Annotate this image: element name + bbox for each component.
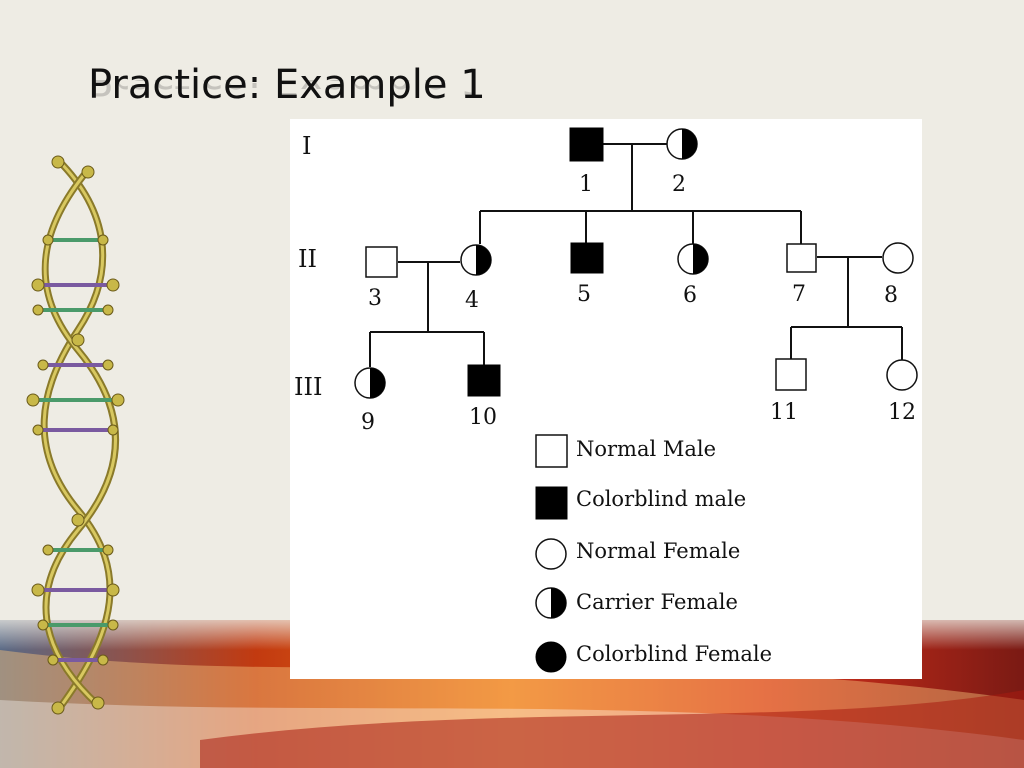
pedigree-diagram: I II III [294,127,918,673]
individual-label-8: 8 [884,283,898,308]
individual-label-6: 6 [683,283,697,308]
individual-label-7: 7 [792,282,806,307]
legend-label-colorblind-male: Colorblind male [576,487,746,511]
individual-8-normal-female [882,242,914,274]
individual-3-normal-male [365,246,398,278]
legend-normal-male-icon [535,434,568,468]
legend-label-colorblind-female: Colorblind Female [576,642,772,666]
individual-7-normal-male [786,243,817,273]
legend-label-normal-male: Normal Male [576,437,716,461]
slide-title-reflection: Practice: Example 1 [88,80,486,103]
individual-5-affected-male [570,242,604,274]
legend-carrier-female-icon [535,587,567,619]
legend-colorblind-male-icon [535,486,568,520]
individual-9-carrier-female [354,367,386,399]
individual-12-normal-female [886,359,918,391]
slide-title: Practice: Example 1 [88,62,486,108]
generation-label-1: I [302,132,311,160]
legend-label-carrier-female: Carrier Female [576,590,738,614]
generation-label-2: II [298,245,317,273]
individual-6-carrier-female [677,243,709,275]
individual-label-9: 9 [361,410,375,435]
individual-10-affected-male [467,364,501,397]
dna-helix-icon [26,155,125,715]
individual-label-4: 4 [465,288,479,313]
individual-1-affected-male [569,127,604,162]
individual-label-5: 5 [577,282,591,307]
legend-colorblind-female-icon [535,641,567,673]
individual-2-carrier-female [666,128,698,160]
pedigree-legend: Normal Male Colorblind male Normal Femal… [535,434,772,673]
legend-label-normal-female: Normal Female [576,539,740,563]
individual-label-2: 2 [672,172,686,197]
individual-label-1: 1 [579,172,593,197]
individual-label-3: 3 [368,286,382,311]
individual-label-11: 11 [770,400,798,425]
generation-label-3: III [294,373,322,401]
individual-11-normal-male [775,358,807,391]
individual-4-carrier-female [460,244,492,276]
individual-label-10: 10 [469,405,497,430]
individual-label-12: 12 [888,400,916,425]
legend-normal-female-icon [535,538,567,570]
pedigree-chart: I II III [290,119,922,679]
pedigree-lines [369,143,903,367]
